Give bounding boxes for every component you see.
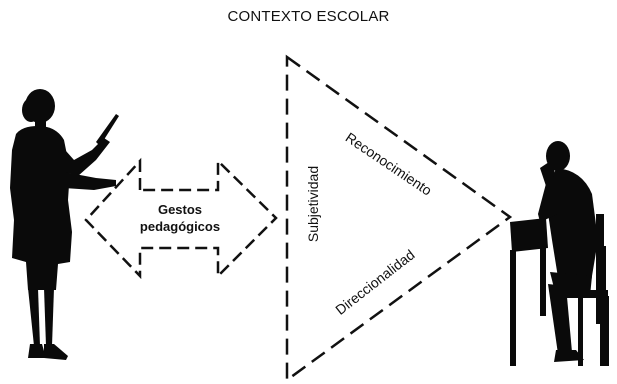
teacher-silhouette <box>10 89 119 360</box>
label-direccionalidad: Direccionalidad <box>332 246 417 318</box>
student-silhouette <box>510 141 609 366</box>
label-subjetividad: Subjetividad <box>305 166 321 242</box>
arrow-label-line1: Gestos <box>158 202 202 217</box>
label-reconocimiento: Reconocimiento <box>343 129 435 199</box>
arrow-label-line2: pedagógicos <box>140 219 220 234</box>
triangle <box>285 54 513 383</box>
double-arrow <box>84 157 278 280</box>
diagram-title: CONTEXTO ESCOLAR <box>227 8 390 25</box>
